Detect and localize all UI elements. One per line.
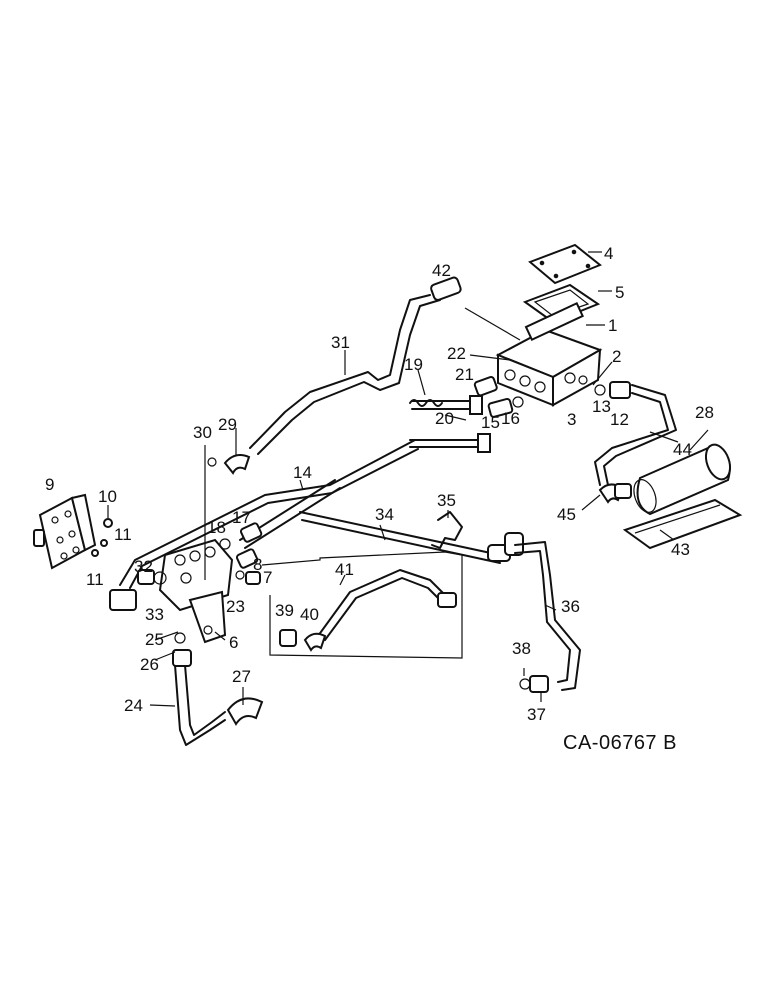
callout-26: 26 bbox=[140, 655, 159, 674]
washer-spring bbox=[409, 399, 443, 407]
callout-11a: 11 bbox=[114, 525, 132, 544]
bracket-43 bbox=[622, 498, 743, 550]
callout-2: 2 bbox=[612, 347, 621, 366]
callout-45: 45 bbox=[557, 505, 576, 524]
fitting-17-18 bbox=[219, 522, 263, 569]
drawing-number: CA-06767 B bbox=[563, 732, 677, 754]
o-ring-11a bbox=[100, 539, 108, 547]
callout-7: 7 bbox=[263, 568, 272, 587]
callout-44: 44 bbox=[673, 440, 692, 459]
callout-11b: 11 bbox=[86, 570, 104, 589]
callout-28: 28 bbox=[695, 403, 714, 422]
callout-15: 15 bbox=[481, 413, 500, 432]
callout-31: 31 bbox=[331, 333, 350, 352]
fitting-37 bbox=[519, 675, 549, 693]
gasket bbox=[522, 283, 601, 324]
clamp-35 bbox=[431, 511, 463, 549]
callout-32: 32 bbox=[134, 557, 153, 576]
callout-37: 37 bbox=[527, 705, 546, 724]
fitting-12-13 bbox=[578, 375, 631, 399]
callout-22: 22 bbox=[447, 344, 466, 363]
long-bolt bbox=[409, 433, 491, 453]
callout-41: 41 bbox=[335, 560, 354, 579]
fitting-39 bbox=[279, 629, 297, 647]
callout-12: 12 bbox=[610, 410, 629, 429]
callout-39: 39 bbox=[275, 601, 294, 620]
tube-36 bbox=[514, 541, 581, 691]
elbow-40 bbox=[303, 632, 327, 652]
callout-labels: 4 5 1 2 42 22 21 31 19 20 15 16 3 13 12 … bbox=[45, 244, 714, 724]
callout-43: 43 bbox=[671, 540, 690, 559]
fitting-right bbox=[487, 532, 524, 562]
callout-18: 18 bbox=[207, 518, 226, 537]
callout-42: 42 bbox=[432, 261, 451, 280]
reservoir-28 bbox=[633, 443, 732, 516]
callout-17: 17 bbox=[232, 508, 251, 527]
callout-14: 14 bbox=[293, 463, 312, 482]
o-ring-11b bbox=[91, 549, 99, 557]
elbow-29 bbox=[207, 454, 251, 475]
callout-5: 5 bbox=[615, 283, 624, 302]
elbow-fitting-15 bbox=[487, 396, 524, 418]
callout-40: 40 bbox=[300, 605, 319, 624]
callout-23: 23 bbox=[226, 597, 245, 616]
callout-1: 1 bbox=[608, 316, 617, 335]
callout-35: 35 bbox=[437, 491, 456, 510]
mounting-plate bbox=[33, 493, 97, 570]
leader-lines bbox=[107, 251, 709, 707]
callout-4: 4 bbox=[604, 244, 613, 263]
callout-10: 10 bbox=[98, 487, 117, 506]
callout-36: 36 bbox=[561, 597, 580, 616]
callout-6: 6 bbox=[229, 633, 238, 652]
elbow-27 bbox=[226, 697, 264, 726]
manifold-block bbox=[158, 538, 234, 644]
callout-20: 20 bbox=[435, 409, 454, 428]
o-ring-10 bbox=[103, 518, 113, 528]
callout-13: 13 bbox=[592, 397, 611, 416]
callout-16: 16 bbox=[501, 409, 520, 428]
callout-3: 3 bbox=[567, 410, 576, 429]
callout-30: 30 bbox=[193, 423, 212, 442]
fitting-lower-left bbox=[109, 589, 137, 611]
valve-body bbox=[495, 302, 603, 407]
elbow-45 bbox=[598, 483, 632, 504]
cover-plate bbox=[528, 243, 602, 285]
callout-27: 27 bbox=[232, 667, 251, 686]
callout-29: 29 bbox=[218, 415, 237, 434]
callout-25: 25 bbox=[145, 630, 164, 649]
fitting-7-8 bbox=[235, 570, 261, 585]
bolt bbox=[411, 395, 483, 415]
tube-24 bbox=[172, 632, 226, 746]
callout-9: 9 bbox=[45, 475, 54, 494]
fitting-32 bbox=[137, 569, 167, 585]
callout-38: 38 bbox=[512, 639, 531, 658]
tube-41-group bbox=[261, 551, 463, 659]
callout-8: 8 bbox=[253, 555, 262, 574]
callout-34: 34 bbox=[375, 505, 394, 524]
callout-33: 33 bbox=[145, 605, 164, 624]
elbow-fitting-21 bbox=[473, 376, 498, 397]
tube-31 bbox=[249, 294, 441, 455]
callout-19: 19 bbox=[404, 355, 423, 374]
fitting-42 bbox=[430, 276, 462, 301]
tube-44 bbox=[594, 384, 677, 486]
callout-24: 24 bbox=[124, 696, 143, 715]
callout-21: 21 bbox=[455, 365, 474, 384]
